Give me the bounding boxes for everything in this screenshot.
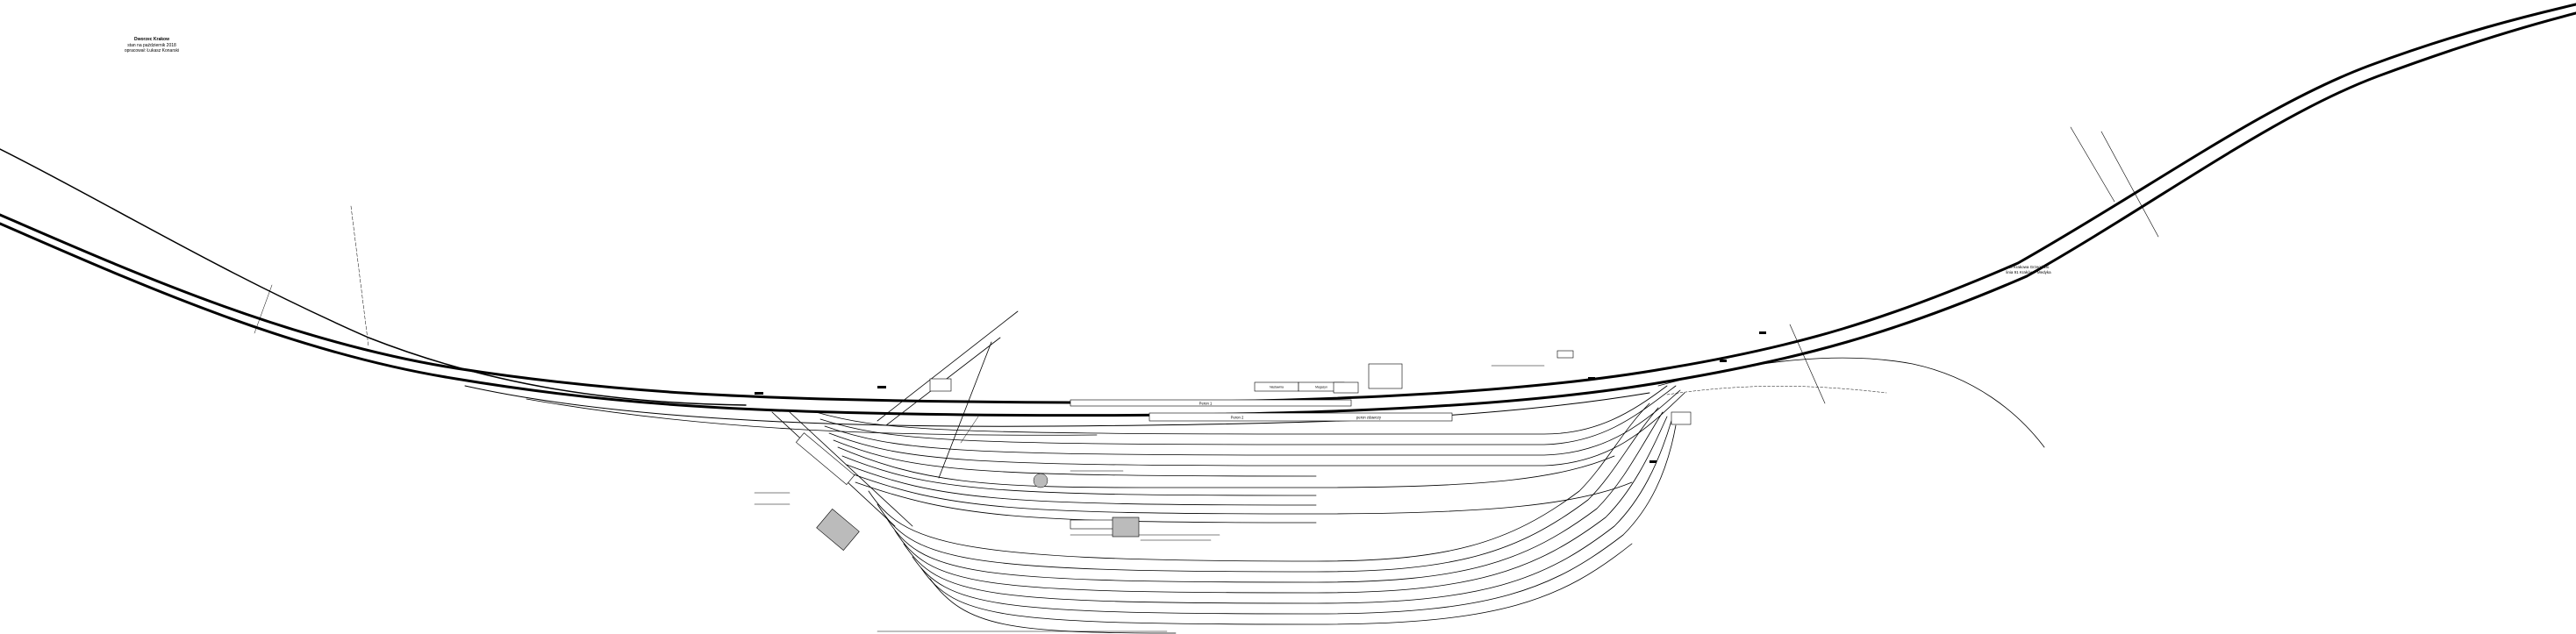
label-building-2: Magazyn [1315,386,1327,389]
header-station: Dworzec Krakow [133,37,169,42]
turntable [1033,473,1048,488]
header-date: stan na październik 2018 [127,42,176,48]
signal [755,392,763,395]
label-peron-2: Peron 2 [1231,416,1244,420]
building-4 [1368,363,1403,389]
note-right-line1: do Krakowa Grzegórzki [2007,265,2050,269]
label-building-1: Nastawnia [1270,386,1284,389]
building-shaded [1112,516,1140,538]
note-right: do Krakowa Grzegórzki linia 91 Kraków – … [1985,265,2072,274]
building-5 [929,378,952,392]
building-7 [1556,350,1574,359]
platform-2 [1148,412,1453,422]
header-block: Dworzec Krakow stan na październik 2018 … [104,37,200,54]
signal [1759,331,1766,334]
label-peron-1: Peron 1 [1199,402,1213,406]
building-8 [1671,411,1692,425]
signal [1588,377,1595,380]
building-3 [1333,381,1359,394]
platform-1 [1070,399,1352,407]
shed-1 [795,432,855,486]
note-right-line2: linia 91 Kraków – Medyka [2006,269,2051,274]
hatched-area [816,508,860,552]
signal [1649,460,1657,463]
label-peron-note: peron zdawczy [1356,416,1382,420]
signal [877,386,886,388]
header-author: opracował: Łukasz Konarski [124,48,180,53]
signal [1720,360,1727,362]
